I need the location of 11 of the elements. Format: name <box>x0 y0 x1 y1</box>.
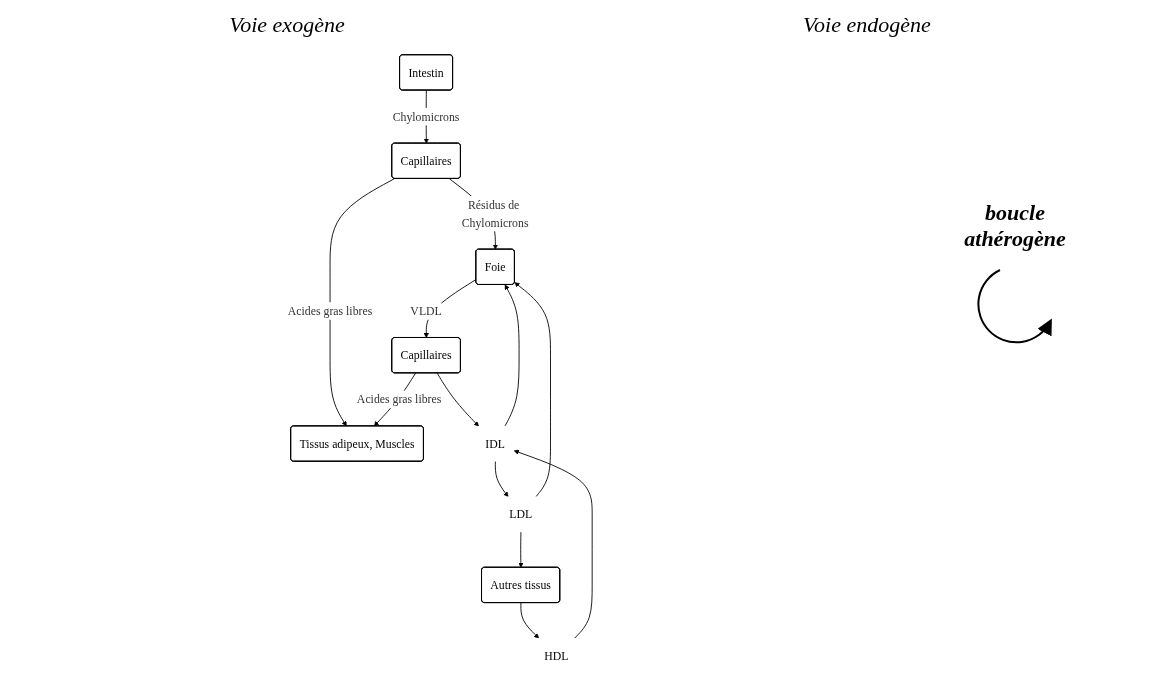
edge-label: Chylomicrons <box>392 110 460 124</box>
section-heading: Voie exogène <box>229 12 345 38</box>
edge-label: VLDL <box>410 304 442 318</box>
edge-label: Résidus de Chylomicrons <box>461 198 529 230</box>
node-text: IDL <box>485 437 505 451</box>
node-text: LDL <box>509 507 533 521</box>
node-text: HDL <box>544 649 569 663</box>
edge-label: Acides gras libres <box>356 392 442 406</box>
loop-label: boucle athérogène <box>963 200 1067 252</box>
edge-label: Acides gras libres <box>287 304 373 318</box>
section-heading: Voie endogène <box>803 12 931 38</box>
